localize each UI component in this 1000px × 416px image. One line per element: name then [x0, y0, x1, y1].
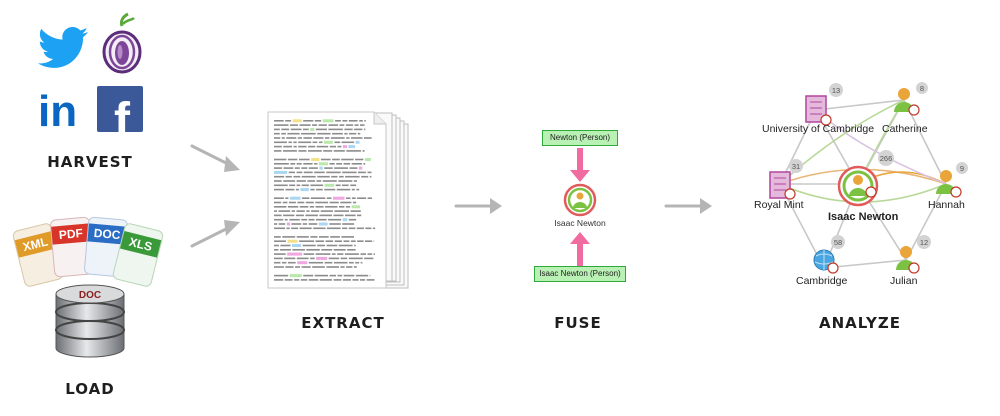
arrowhead-fuse — [700, 198, 712, 214]
label-julian: Julian — [890, 275, 918, 287]
stage-label-load: LOAD — [65, 380, 115, 398]
fuse-top-tag-text: Newton (Person) — [549, 133, 611, 142]
fuse-center-label: Isaac Newton — [554, 218, 606, 228]
fuse-bottom-tag-text: Isaac Newton (Person) — [539, 269, 621, 278]
facebook-text: f — [114, 94, 131, 132]
count-hannah: 9 — [960, 164, 964, 173]
badge-isaac-newton — [865, 186, 877, 198]
label-hannah: Hannah — [928, 199, 965, 211]
label-cambridge: Cambridge — [796, 275, 848, 287]
stage-label-fuse: FUSE — [554, 314, 602, 332]
label-university-of-cambridge: University of Cambridge — [762, 123, 874, 135]
twitter-icon — [37, 26, 90, 70]
badge-university — [820, 114, 832, 126]
facebook-icon: f — [97, 86, 143, 132]
badge-julian — [908, 262, 920, 274]
node-royal-mint[interactable] — [769, 171, 796, 200]
badge-royal-mint — [784, 188, 796, 200]
count-labels: 13 8 31 9 58 12 266 — [792, 84, 964, 247]
count-julian: 12 — [920, 238, 928, 247]
badge-hannah — [950, 186, 962, 198]
count-cambridge: 58 — [834, 238, 842, 247]
tor-onion-icon — [100, 12, 144, 74]
arrowhead-harvest — [224, 156, 240, 172]
fuse-graphic — [563, 148, 597, 266]
node-julian[interactable] — [896, 246, 920, 274]
badge-cambridge — [827, 262, 839, 274]
label-isaac-newton: Isaac Newton — [828, 211, 899, 223]
arrowhead-load — [224, 220, 240, 236]
linkedin-text: in — [38, 87, 77, 132]
database-icon: DOC — [52, 282, 128, 360]
node-catherine[interactable] — [894, 88, 920, 116]
node-isaac-newton[interactable] — [837, 165, 879, 207]
count-university: 13 — [832, 86, 840, 95]
fuse-panel: Newton (Person) Isaac Newton Isaac Newto… — [520, 124, 640, 290]
label-royal-mint: Royal Mint — [754, 199, 804, 211]
badge-catherine — [908, 104, 920, 116]
label-catherine: Catherine — [882, 123, 928, 135]
stage-label-extract: EXTRACT — [301, 314, 385, 332]
linkedin-icon: in — [38, 86, 84, 136]
arrowhead-extract — [490, 198, 502, 214]
stage-label-harvest: HARVEST — [47, 153, 133, 171]
fuse-top-tag: Newton (Person) — [542, 130, 618, 146]
count-bubbles — [789, 82, 968, 249]
node-university-of-cambridge[interactable] — [805, 95, 832, 126]
network-graph: 13 8 31 9 58 12 266 — [754, 82, 968, 287]
document-text-lines — [274, 119, 376, 281]
stage-label-analyze: ANALYZE — [819, 314, 901, 332]
database-label: DOC — [79, 290, 101, 301]
node-hannah[interactable] — [936, 170, 962, 198]
node-cambridge[interactable] — [813, 249, 839, 274]
annotated-document-stack — [262, 110, 422, 300]
count-royal-mint: 31 — [792, 162, 800, 171]
count-catherine: 8 — [920, 84, 924, 93]
count-center: 266 — [880, 154, 893, 163]
fuse-bottom-tag: Isaac Newton (Person) — [534, 266, 626, 282]
